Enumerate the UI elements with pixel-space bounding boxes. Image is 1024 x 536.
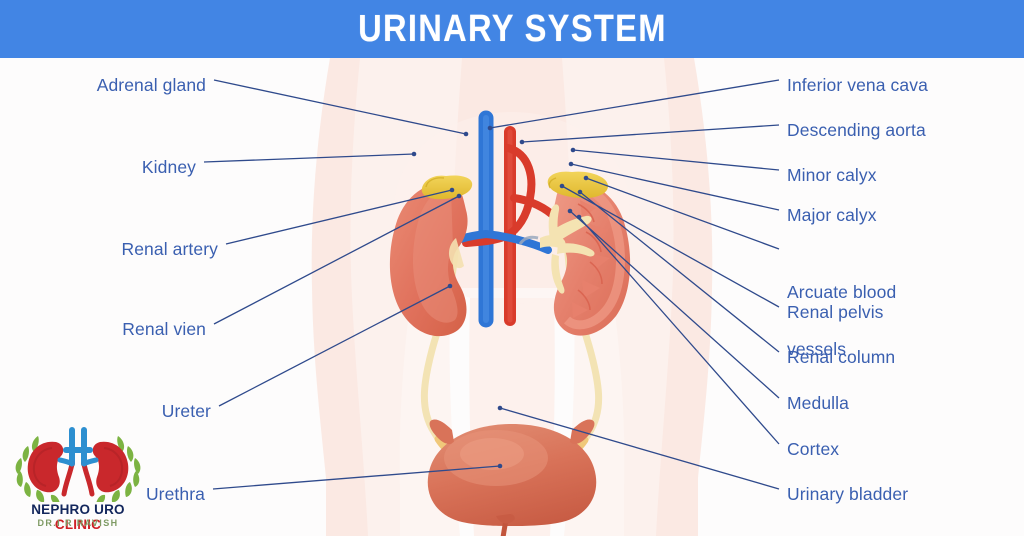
- logo-name-part2: CLINIC: [54, 517, 102, 532]
- leader-medulla: [569, 210, 780, 399]
- great-vessels: [442, 110, 560, 328]
- leader-arcuate-vessels: [585, 177, 780, 250]
- leader-endpoints: [411, 125, 589, 469]
- label-renal-vien: Renal vien: [122, 319, 206, 339]
- label-kidney: Kidney: [141, 157, 196, 177]
- logo-name-part1: NEPHRO URO: [31, 502, 125, 517]
- logo-kidneys-icon: [27, 441, 129, 493]
- urethra: [500, 517, 509, 536]
- leader-kidney: [203, 153, 415, 163]
- logo-kidney-emblem: [15, 427, 141, 502]
- label-arcuate-blood-vessels: Arcuate blood vessels: [787, 245, 896, 397]
- clinic-logo: NEPHRO URO CLINIC DR.I R RAVISH: [8, 416, 148, 536]
- leader-lines: [203, 79, 780, 490]
- urinary-bladder: [427, 419, 597, 536]
- label-arcuate-line1: Arcuate blood: [787, 282, 897, 302]
- label-minor-calyx: Minor calyx: [787, 165, 877, 185]
- label-arcuate-line2: vessels: [787, 339, 847, 359]
- medulla-pyramids: [572, 200, 610, 318]
- label-inferior-vena-cava: Inferior vena cava: [787, 75, 928, 95]
- leader-inferior-vena-cava: [489, 79, 780, 129]
- leader-renal-vien: [213, 195, 460, 325]
- leader-minor-calyx: [572, 149, 780, 171]
- arcuate-blood-vessels: [577, 203, 603, 311]
- logo-doctor-name: DR.I R RAVISH: [37, 518, 119, 528]
- leader-major-calyx: [570, 163, 780, 211]
- label-renal-pelvis: Renal pelvis: [787, 302, 884, 322]
- left-adrenal-gland: [421, 175, 473, 200]
- leader-descending-aorta: [521, 124, 780, 143]
- label-urethra: Urethra: [145, 484, 205, 504]
- leader-renal-artery: [225, 189, 453, 245]
- label-adrenal-gland: Adrenal gland: [96, 75, 206, 95]
- leader-urethra: [212, 465, 501, 490]
- label-medulla: Medulla: [787, 393, 849, 413]
- leader-renal-column: [579, 191, 780, 353]
- right-adrenal-gland: [547, 171, 608, 199]
- label-cortex: Cortex: [787, 439, 840, 459]
- renal-pelvis-calyces: [540, 204, 595, 294]
- leader-urinary-bladder: [499, 407, 780, 490]
- leader-adrenal-gland: [213, 79, 467, 135]
- laurel-left-icon: [15, 436, 60, 502]
- leader-cortex: [578, 216, 780, 445]
- label-urinary-bladder: Urinary bladder: [787, 484, 909, 504]
- leader-ureter: [218, 285, 451, 407]
- label-renal-artery: Renal artery: [121, 239, 218, 259]
- logo-clinic-name: NEPHRO URO CLINIC: [8, 502, 148, 532]
- page-title: URINARY SYSTEM: [357, 7, 667, 50]
- label-major-calyx: Major calyx: [787, 205, 877, 225]
- laurel-right-icon: [96, 436, 141, 502]
- label-descending-aorta: Descending aorta: [787, 120, 926, 140]
- label-ureter: Ureter: [161, 401, 211, 421]
- label-renal-column: Renal column: [787, 347, 896, 367]
- anatomy-illustration: [0, 58, 1024, 536]
- logo-vessels-icon: [57, 427, 99, 497]
- left-kidney: [389, 182, 468, 337]
- title-banner: URINARY SYSTEM: [0, 0, 1024, 58]
